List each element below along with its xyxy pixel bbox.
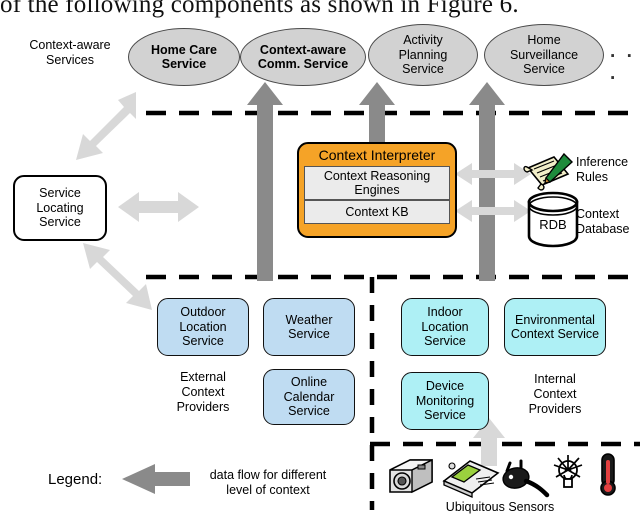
service-locating-label-line: Service xyxy=(39,215,81,230)
light-bulb-icon xyxy=(553,455,583,488)
provider-label-line: Service xyxy=(557,327,600,341)
provider-label-line: Environmental xyxy=(515,312,595,327)
provider-label-line: Indoor xyxy=(427,305,463,320)
provider-label-line: Service xyxy=(424,408,466,423)
layer-label-internal-context-providers: Internal Context Providers xyxy=(528,372,582,416)
provider-weather-service[interactable]: Weather Service xyxy=(263,298,355,356)
arrow-up-surveillance-service xyxy=(469,82,505,281)
thermometer-icon xyxy=(600,453,616,496)
provider-label-line: Context xyxy=(510,327,554,341)
service-home-care-service[interactable]: Home Care Service xyxy=(128,28,240,86)
arrow-locating-to-external xyxy=(83,243,152,310)
provider-label-line: Monitoring xyxy=(415,393,475,408)
legend-left-arrow-icon xyxy=(122,464,190,494)
provider-label-line: Calendar xyxy=(283,389,335,404)
sensor-board-icon xyxy=(442,460,500,498)
arrow-sensors-to-device-monitoring xyxy=(473,418,505,466)
arrow-services-to-locating xyxy=(76,92,136,160)
service-label-line: Home Care xyxy=(151,42,217,57)
service-label-line: Service xyxy=(161,57,207,71)
inference-rules-label: Inference Rules xyxy=(576,155,629,184)
power-plug-icon xyxy=(502,459,550,498)
provider-label-line: Service xyxy=(424,334,466,349)
service-label-line: Service xyxy=(523,62,565,77)
layer-label-ubiquitous-sensors: Ubiquitous Sensors xyxy=(445,500,555,514)
provider-outdoor-location-service[interactable]: Outdoor Location Service xyxy=(157,298,249,356)
cut-paragraph-text: of the following components as shown in … xyxy=(0,0,519,18)
provider-label-line: Service xyxy=(288,404,330,419)
context-database-label: Context Database xyxy=(576,207,630,236)
service-context-aware-comm-service[interactable]: Context-aware Comm. Service xyxy=(240,28,366,86)
provider-label-line: Outdoor xyxy=(180,305,226,320)
provider-online-calendar-service[interactable]: Online Calendar Service xyxy=(263,369,355,425)
layer-label-external-context-providers: External Context Providers xyxy=(176,370,230,414)
service-home-surveillance-service[interactable]: Home Surveillance Service xyxy=(484,24,604,86)
services-more-indicator: · · · xyxy=(610,46,636,89)
service-label-line: Activity xyxy=(403,33,443,48)
provider-label-line: Service xyxy=(182,334,224,349)
provider-label-line: Service xyxy=(288,327,330,341)
service-activity-planning-service[interactable]: Activity Planning Service xyxy=(368,24,478,86)
service-locating-service[interactable]: Service Locating Service xyxy=(13,175,107,241)
provider-label-line: Location xyxy=(421,319,469,334)
context-reasoning-engines-line: Context Reasoning xyxy=(323,168,431,183)
database-badge-rdb: RDB xyxy=(539,217,567,232)
service-locating-label-line: Service xyxy=(39,186,81,201)
service-label-line: Context-aware xyxy=(259,42,347,57)
provider-label-line: Weather xyxy=(285,312,333,327)
service-label-line: Surveillance xyxy=(509,47,579,62)
context-reasoning-engines-line: Engines xyxy=(354,183,400,197)
arrow-locating-to-interpreter xyxy=(118,192,199,222)
provider-label-line: Online xyxy=(290,375,328,390)
arrow-interpreter-to-rules xyxy=(455,163,531,185)
provider-device-monitoring-service[interactable]: Device Monitoring Service xyxy=(401,372,489,430)
legend-description: data flow for different level of context xyxy=(209,468,327,497)
provider-label-line: Device xyxy=(425,379,465,394)
provider-label-line: Location xyxy=(179,319,227,334)
arrow-interpreter-to-database xyxy=(455,200,531,222)
context-kb-line: Context KB xyxy=(345,204,409,219)
provider-environmental-context-service[interactable]: Environmental Context Service xyxy=(504,298,606,356)
arrow-up-activity-service xyxy=(359,82,395,143)
database-cylinder-icon xyxy=(527,191,579,248)
context-interpreter[interactable]: Context Interpreter Context Reasoning En… xyxy=(297,142,457,238)
context-reasoning-engines-row[interactable]: Context Reasoning Engines xyxy=(304,166,450,200)
arrow-up-comm-service xyxy=(247,82,283,281)
service-label-line: Home xyxy=(527,33,561,48)
service-label-line: Comm. Service xyxy=(257,57,349,71)
service-locating-label-line: Locating xyxy=(36,200,84,215)
context-kb-row[interactable]: Context KB xyxy=(304,200,450,224)
service-label-line: Planning xyxy=(398,47,448,62)
legend-label: Legend: xyxy=(48,471,103,488)
scroll-pen-icon xyxy=(523,152,574,191)
camera-icon xyxy=(389,458,433,494)
service-label-line: Service xyxy=(402,62,444,77)
layer-label-context-aware-services: Context-aware Services xyxy=(29,38,111,67)
provider-indoor-location-service[interactable]: Indoor Location Service xyxy=(401,298,489,356)
context-interpreter-title: Context Interpreter xyxy=(318,147,436,163)
